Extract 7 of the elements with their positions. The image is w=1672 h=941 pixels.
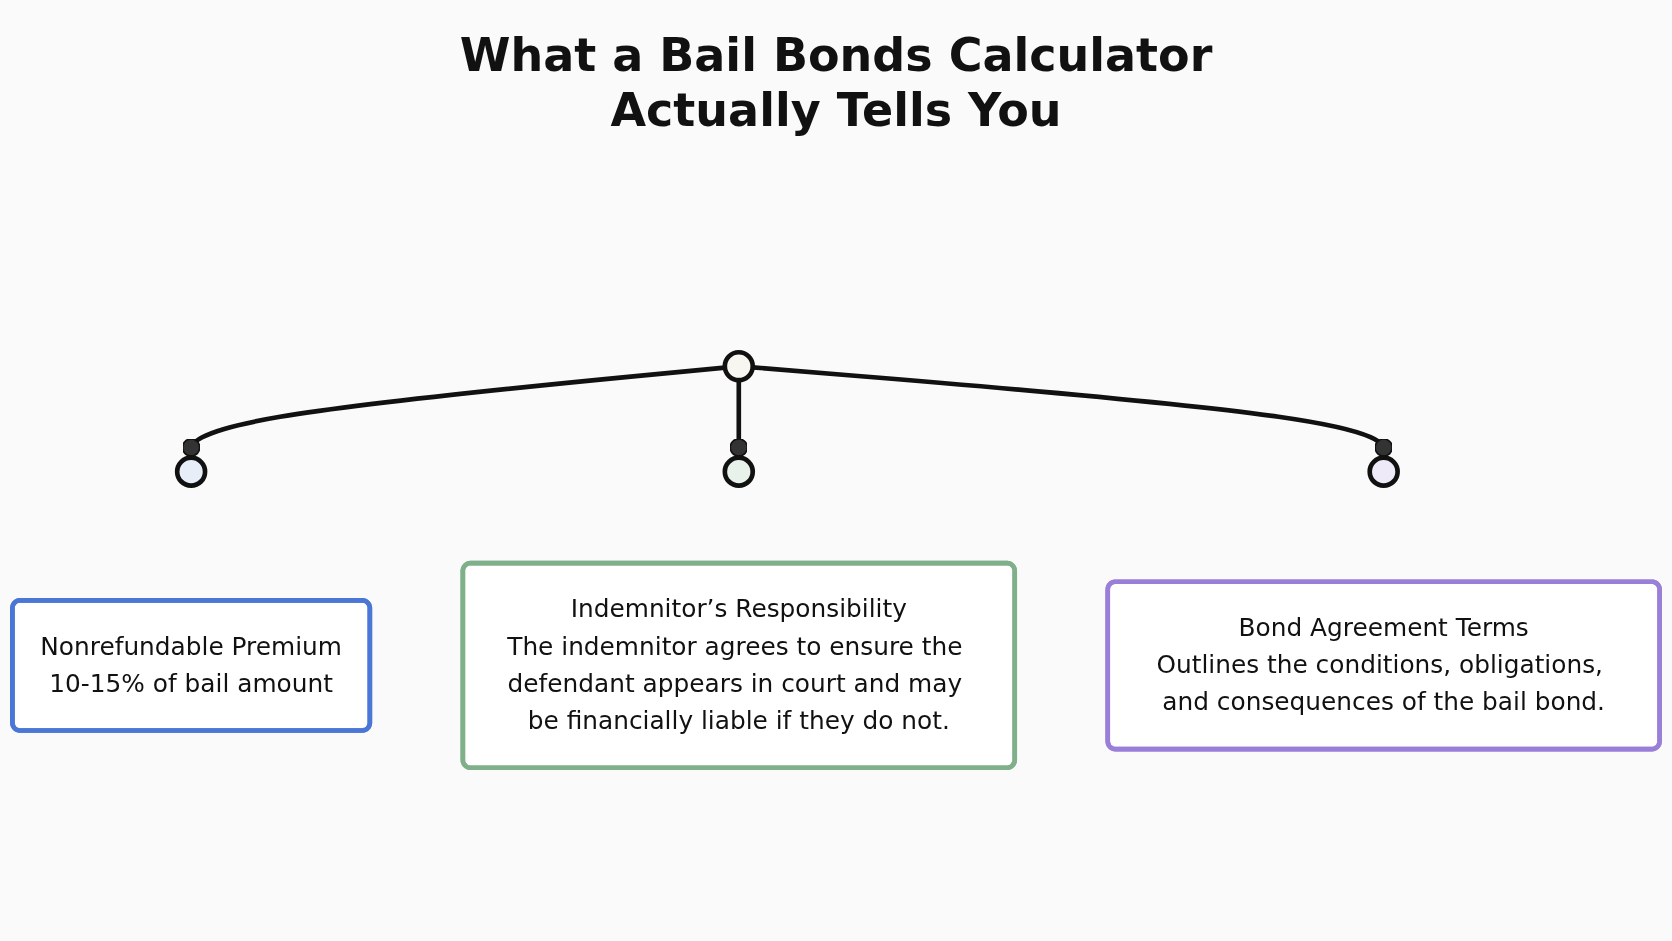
title: What a Bail Bonds Calculator Actually Tells You bbox=[458, 28, 1214, 139]
node-circle bbox=[722, 349, 756, 383]
node-circle bbox=[174, 455, 208, 488]
connector bbox=[729, 380, 749, 458]
node-circle bbox=[1367, 455, 1400, 488]
node-circle bbox=[722, 455, 756, 488]
connector bbox=[181, 365, 726, 458]
